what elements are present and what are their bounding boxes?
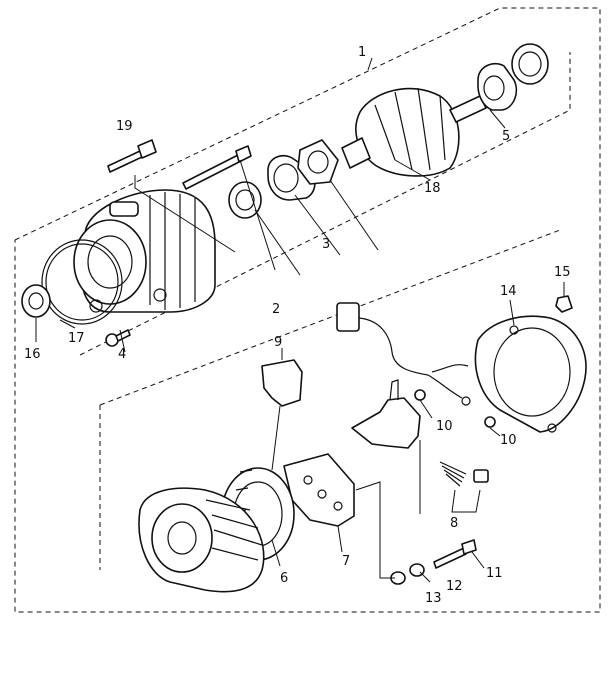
washer (228, 181, 262, 219)
callout-11: 11 (486, 566, 503, 581)
callout-19: 19 (116, 119, 133, 134)
o-ring-inner (45, 243, 119, 321)
bearing-retainer (297, 139, 339, 185)
callout-7: 7 (342, 554, 350, 569)
rear-housing (138, 487, 265, 593)
callout-2: 2 (272, 302, 280, 317)
bearing-cap (511, 43, 549, 85)
oil-seal (21, 284, 51, 318)
callout-3: 3 (322, 237, 330, 252)
screw (105, 329, 131, 347)
small-screw (414, 389, 496, 428)
rotor-bearing (477, 62, 518, 111)
bolt (107, 139, 157, 173)
regulator-bracket (351, 379, 421, 449)
rectifier (283, 453, 355, 527)
assembly-boundary (14, 7, 601, 613)
callout-labels: 1 2 3 4 5 6 7 8 9 10 10 11 12 13 14 15 1… (24, 45, 571, 606)
drive-end-housing (73, 189, 216, 313)
nut (555, 295, 573, 313)
through-bolt (182, 145, 252, 190)
callout-16: 16 (24, 347, 41, 362)
callout-10a: 10 (436, 419, 453, 434)
o-ring (41, 239, 123, 325)
callout-13: 13 (425, 591, 442, 606)
rotor (341, 87, 487, 177)
callout-12: 12 (446, 579, 463, 594)
callout-4: 4 (118, 347, 126, 362)
callout-6: 6 (280, 571, 288, 586)
callout-18: 18 (424, 181, 441, 196)
callout-9: 9 (274, 335, 282, 350)
callout-15: 15 (554, 265, 571, 280)
callout-10b: 10 (500, 433, 517, 448)
callout-14: 14 (500, 284, 517, 299)
brush-spring (439, 461, 489, 487)
mounting-bolt (433, 539, 477, 569)
terminal-clip (261, 359, 303, 407)
small-washers (390, 563, 425, 585)
leader-lines (35, 57, 565, 583)
callout-8: 8 (450, 516, 458, 531)
callout-5: 5 (502, 129, 510, 144)
wire-harness (336, 302, 471, 406)
callout-1: 1 (358, 45, 366, 60)
callout-17: 17 (68, 331, 85, 346)
end-cover (474, 315, 587, 433)
